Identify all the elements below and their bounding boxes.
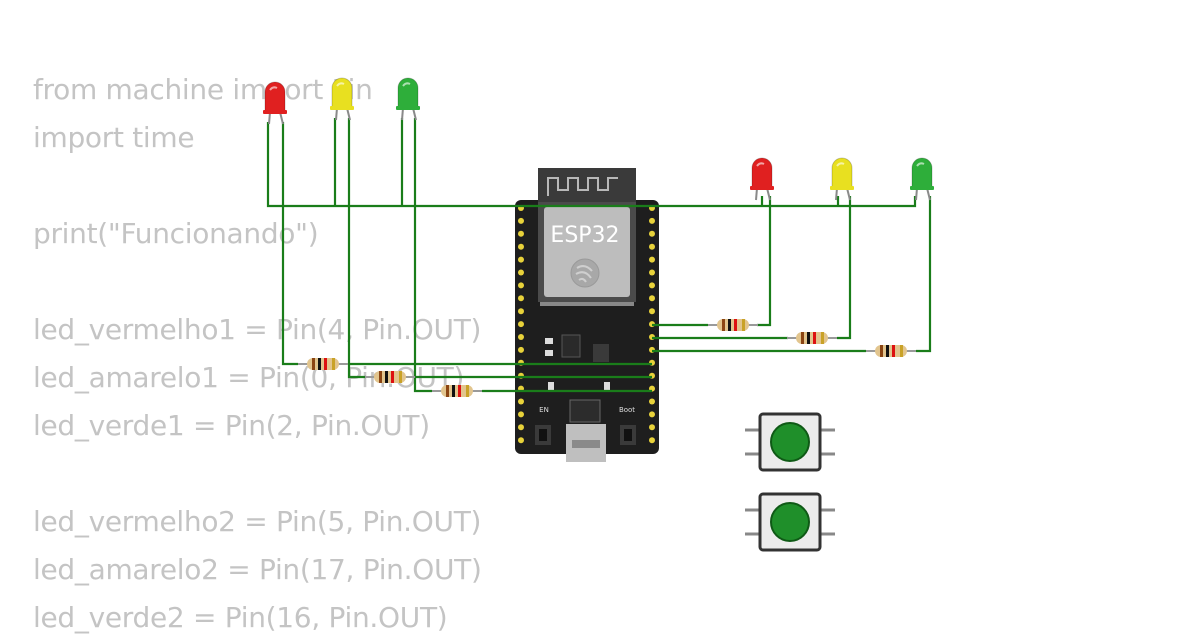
espressif-logo-icon — [570, 258, 600, 288]
pin-pad[interactable] — [518, 411, 524, 418]
code-line: from machine import Pin — [33, 73, 373, 106]
pin-pad[interactable] — [649, 295, 655, 302]
led-green-icon[interactable] — [396, 77, 420, 121]
pin-pad[interactable] — [518, 256, 524, 263]
right-pin-header — [649, 205, 655, 444]
resistor-icon[interactable] — [787, 332, 837, 344]
led-yellow-icon[interactable] — [330, 77, 354, 121]
pin-pad[interactable] — [518, 269, 524, 276]
pin-pad[interactable] — [518, 334, 524, 340]
resistors — [298, 319, 916, 397]
led-green-icon[interactable] — [910, 157, 934, 201]
pin-pad[interactable] — [518, 437, 524, 444]
pin-pad[interactable] — [649, 256, 655, 263]
pin-pad[interactable] — [649, 282, 655, 289]
pin-pad[interactable] — [518, 295, 524, 302]
push-button-2[interactable] — [745, 492, 835, 552]
leds — [263, 77, 934, 201]
pin-pad[interactable] — [518, 424, 524, 431]
led-red-icon[interactable] — [263, 81, 287, 125]
code-line: print("Funcionando") — [33, 217, 319, 250]
led-red-icon[interactable] — [750, 157, 774, 201]
pin-pad[interactable] — [649, 398, 655, 405]
pin-pad[interactable] — [518, 346, 524, 353]
code-line: led_amarelo2 = Pin(17, Pin.OUT) — [33, 553, 482, 586]
en-label: EN — [539, 406, 549, 414]
resistor-icon[interactable] — [365, 371, 415, 383]
pin-pad[interactable] — [649, 411, 655, 418]
pin-pad[interactable] — [518, 217, 524, 224]
pin-pad[interactable] — [518, 282, 524, 289]
resistor-icon[interactable] — [298, 358, 348, 370]
pin-pad[interactable] — [518, 398, 524, 405]
resistor-icon[interactable] — [866, 345, 916, 357]
board-label: ESP32 — [550, 223, 619, 248]
pin-pad[interactable] — [649, 230, 655, 237]
led-yellow-icon[interactable] — [830, 157, 854, 201]
wifi-module — [544, 207, 630, 297]
code-line: led_verde2 = Pin(16, Pin.OUT) — [33, 601, 448, 634]
boot-label: Boot — [619, 406, 635, 414]
code-line: import time — [33, 121, 195, 154]
pin-pad[interactable] — [518, 230, 524, 237]
esp32-board[interactable]: ESP32 EN Boot — [515, 168, 659, 462]
resistor-icon[interactable] — [708, 319, 758, 331]
code-line: led_verde1 = Pin(2, Pin.OUT) — [33, 409, 430, 442]
code-editor-background: from machine import Pin import time print(… — [33, 66, 482, 642]
pin-pad[interactable] — [518, 308, 524, 315]
pin-pad[interactable] — [649, 269, 655, 276]
code-line: led_vermelho1 = Pin(4, Pin.OUT) — [33, 313, 482, 346]
pin-pad[interactable] — [649, 308, 655, 315]
pin-pad[interactable] — [649, 243, 655, 250]
resistor-icon[interactable] — [432, 385, 482, 397]
pin-pad[interactable] — [649, 424, 655, 431]
pin-pad[interactable] — [518, 321, 524, 328]
pin-pad[interactable] — [649, 217, 655, 224]
code-line: led_vermelho2 = Pin(5, Pin.OUT) — [33, 505, 482, 538]
pin-pad[interactable] — [649, 437, 655, 444]
push-button-1[interactable] — [745, 412, 835, 472]
pin-pad[interactable] — [518, 243, 524, 250]
wires — [266, 118, 932, 393]
